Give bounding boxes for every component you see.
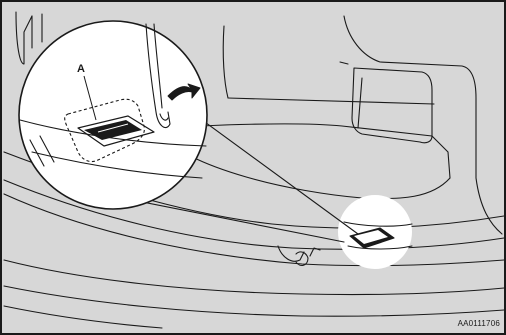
zoom-leader-lower bbox=[122, 198, 344, 242]
rear-seatback bbox=[223, 26, 228, 98]
zoom-inset-circle bbox=[19, 21, 207, 209]
callout-label-a: A bbox=[77, 64, 85, 75]
left-trim-panel bbox=[16, 12, 32, 64]
right-trim-panel bbox=[344, 16, 476, 178]
figure-code: AA0111706 bbox=[458, 320, 500, 328]
rear-bumper-lip bbox=[4, 260, 504, 295]
